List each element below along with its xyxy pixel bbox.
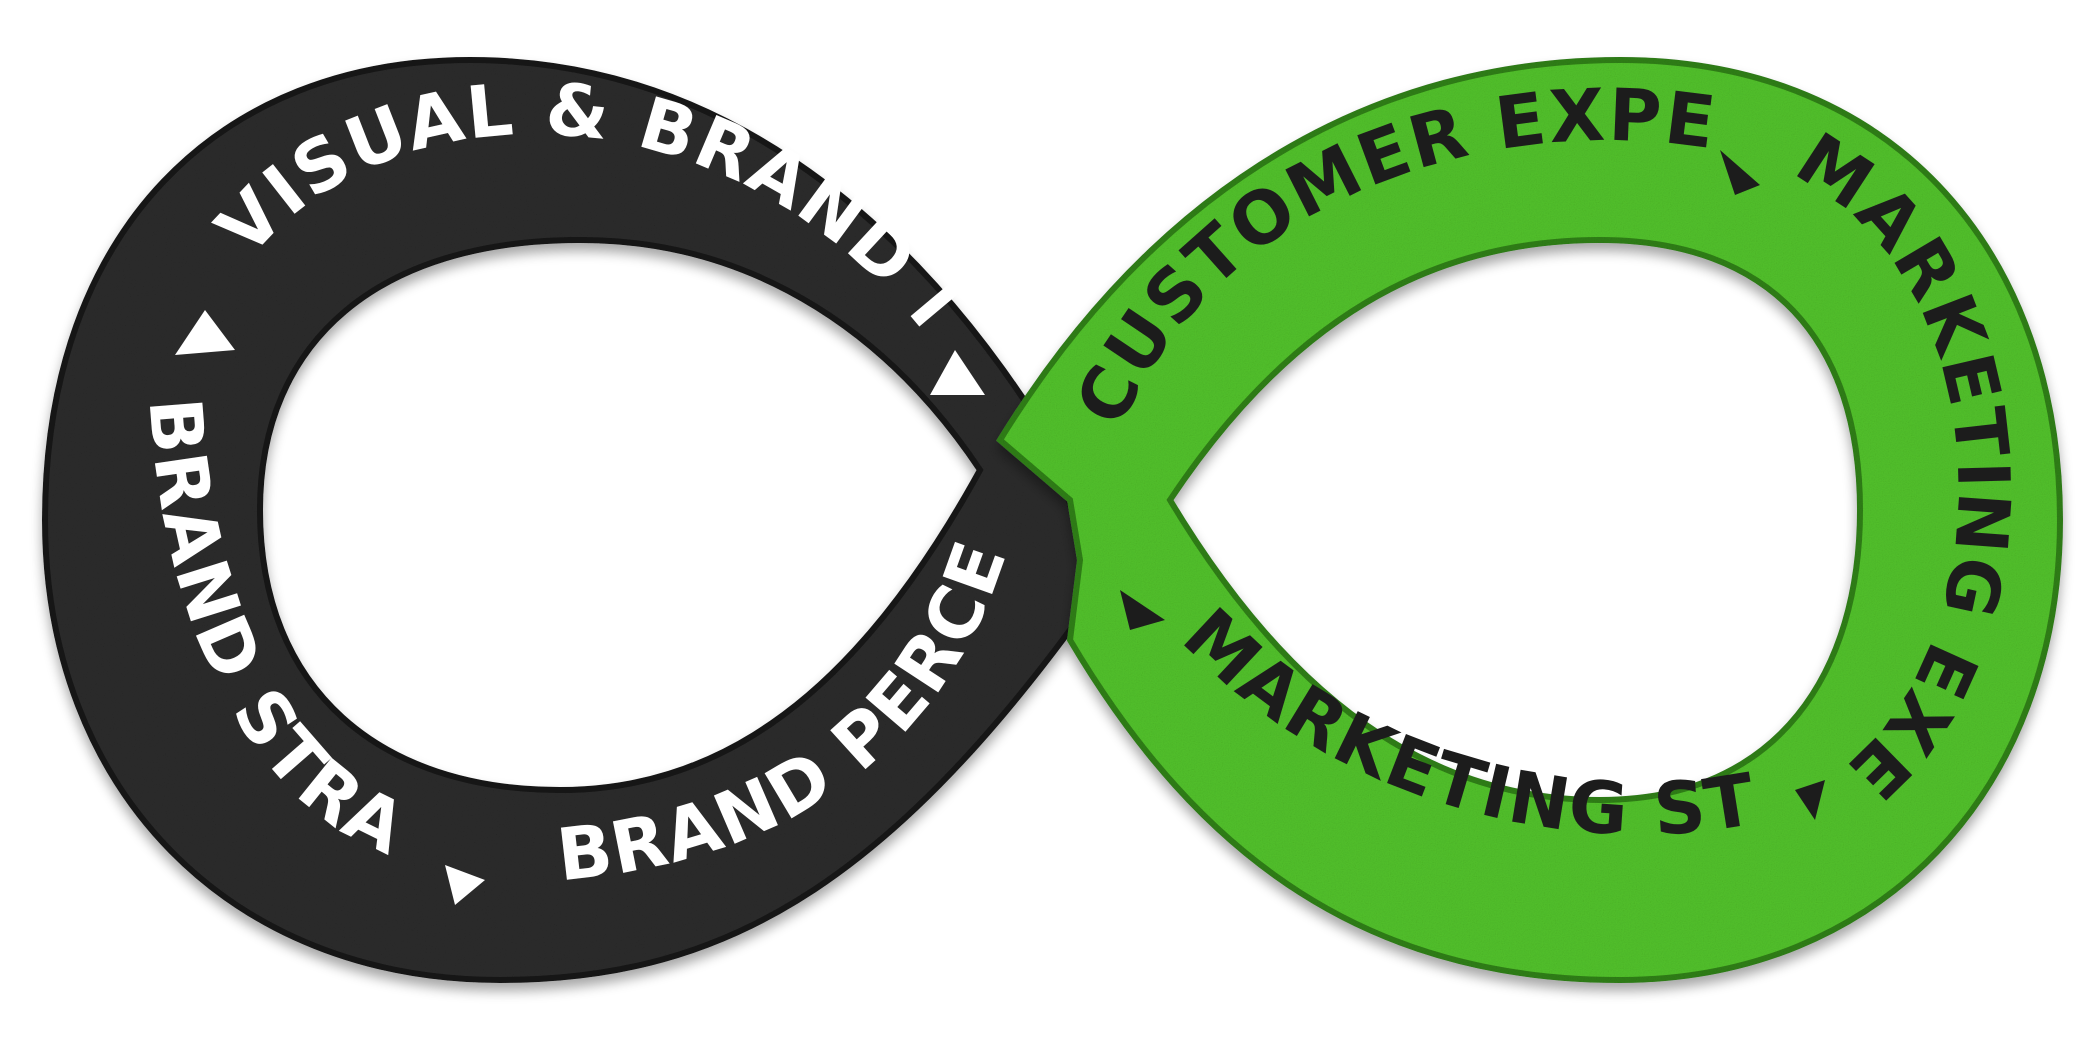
left-loop-shape: [41, 56, 1124, 984]
arrows: [175, 150, 1825, 905]
triangle-arrow-icon: [445, 865, 485, 905]
left-loop: [41, 56, 1124, 984]
right-loop-shape: [996, 56, 2064, 984]
triangle-arrow-icon: [175, 310, 235, 355]
triangle-arrow-icon: [930, 350, 985, 395]
triangle-arrow-icon: [1120, 590, 1165, 630]
right-loop: [996, 56, 2064, 984]
triangle-arrow-icon: [1795, 780, 1825, 820]
triangle-arrow-icon: [1720, 150, 1760, 195]
